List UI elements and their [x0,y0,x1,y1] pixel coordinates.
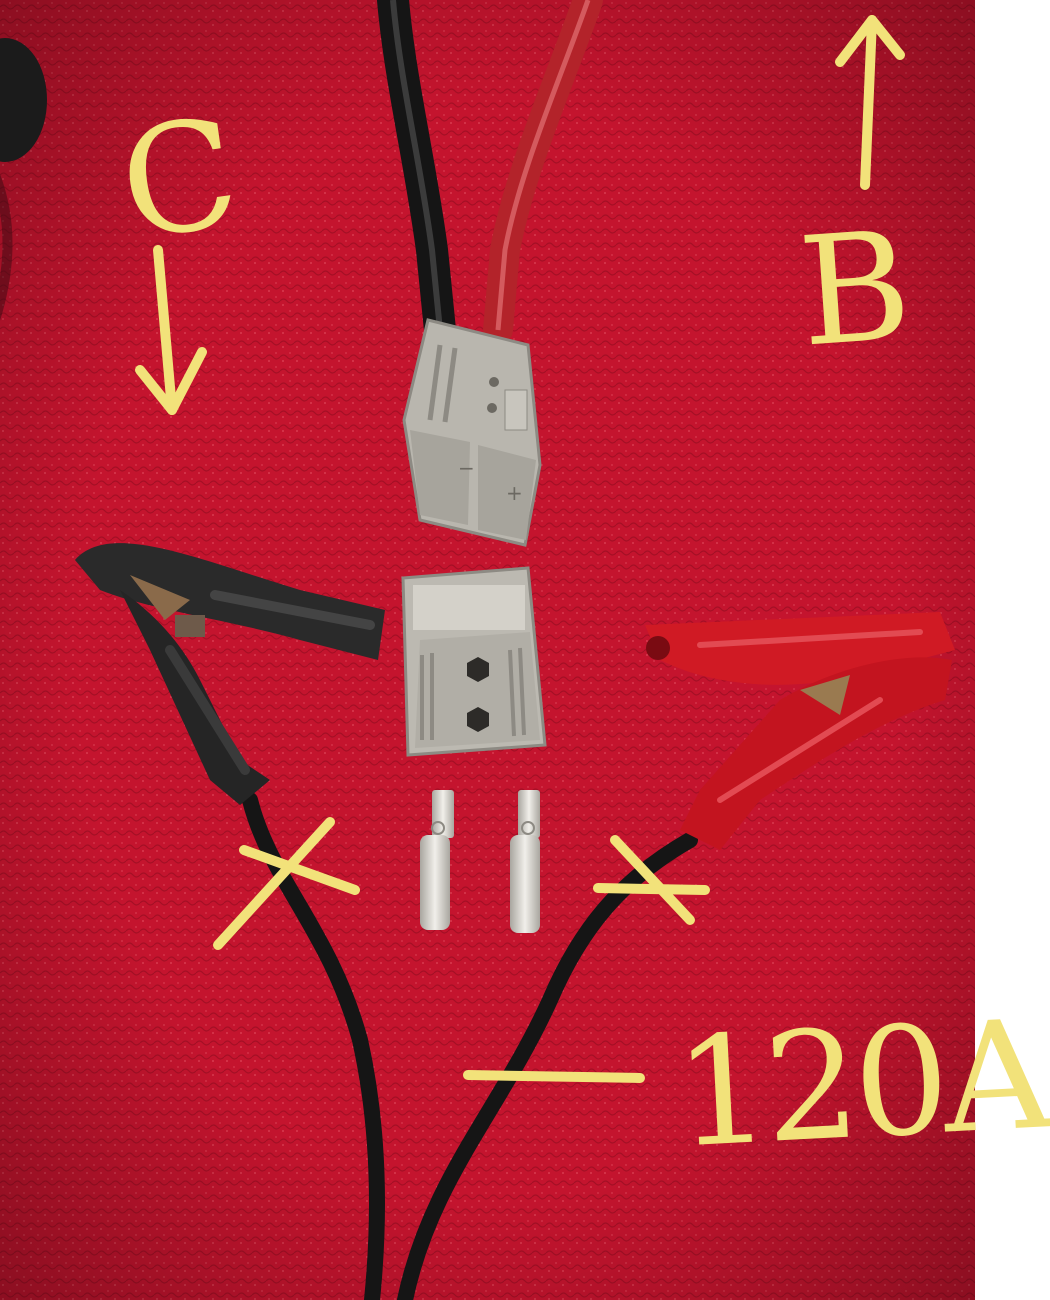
dash-mark [463,1070,645,1083]
black-cable-left [242,792,385,1300]
grey-connector-housing [401,566,547,757]
cross-mark-left [239,845,360,895]
connector-photo: − + [0,0,975,1300]
black-clamp [75,543,385,805]
grey-connector-plug: − + [402,318,542,547]
contact-pin-right [510,790,540,933]
red-clamp [645,612,955,850]
svg-text:−: − [458,456,475,480]
svg-text:+: + [506,481,523,505]
down-arrow-mark [153,245,177,415]
dark-object [0,38,47,162]
cross-mark-right [593,883,710,895]
up-arrow-mark [860,15,877,190]
contact-pin-left [420,790,454,930]
